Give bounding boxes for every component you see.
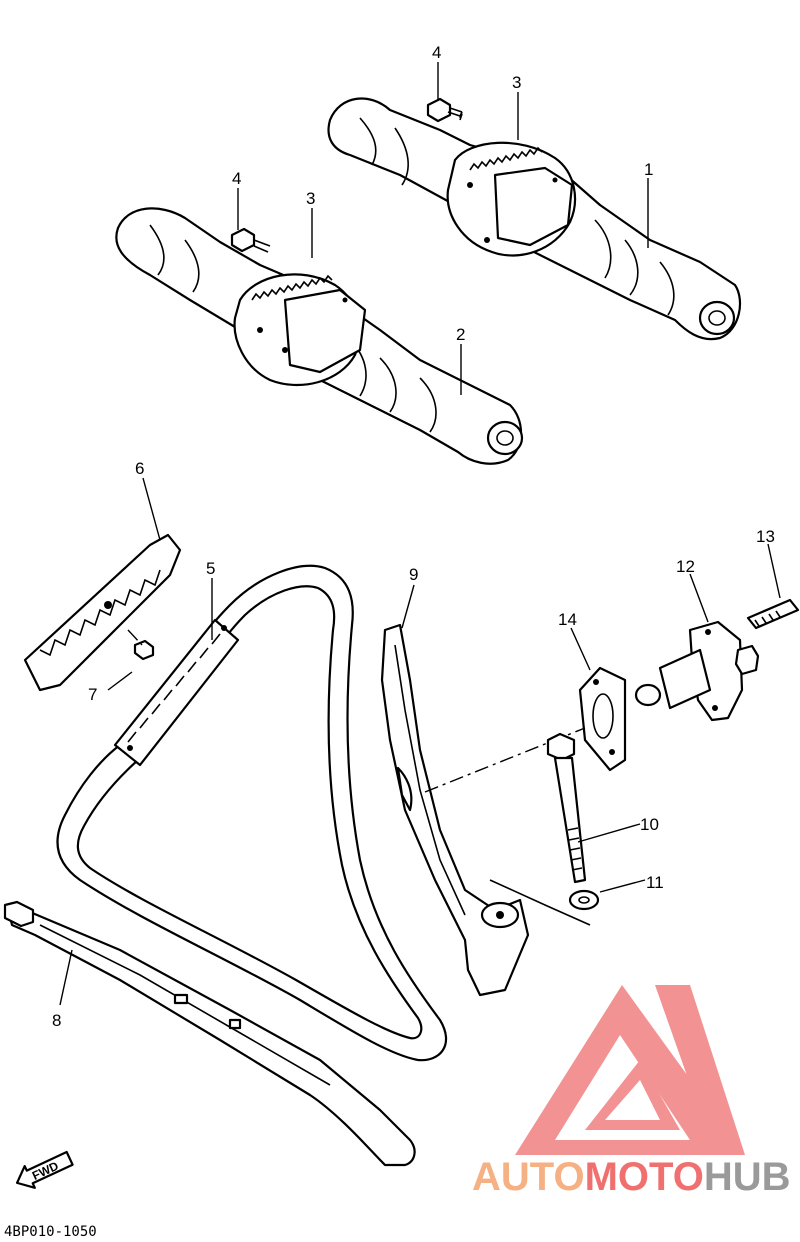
bolt-plane-outline xyxy=(489,879,591,926)
intake-camshaft xyxy=(327,97,742,341)
watermark-auto: AUTO xyxy=(472,1155,585,1199)
callout-2: 2 xyxy=(456,325,465,344)
callout-4-upper: 4 xyxy=(432,43,441,62)
callout-13: 13 xyxy=(756,527,775,546)
sprocket-bolt-lower xyxy=(230,227,271,253)
callout-11: 11 xyxy=(646,873,664,892)
fwd-label: FWD xyxy=(30,1159,61,1183)
guide-bolt xyxy=(546,732,587,884)
watermark-hub: HUB xyxy=(704,1155,791,1199)
tensioner-bolt xyxy=(746,598,800,630)
sprocket-bolt-upper xyxy=(426,97,463,123)
cam-chain-tensioner xyxy=(634,620,760,722)
guide-bolt-washer xyxy=(568,889,600,911)
watermark-moto: MOTO xyxy=(585,1155,704,1199)
callout-10: 10 xyxy=(640,815,659,834)
callout-14: 14 xyxy=(558,610,577,629)
fwd-arrow-icon: FWD xyxy=(15,1150,74,1189)
callout-8: 8 xyxy=(52,1011,61,1030)
chain-guide-upper xyxy=(23,533,182,692)
tensioner-gasket xyxy=(578,666,627,772)
watermark-text: AUTOMOTOHUB xyxy=(472,1155,791,1199)
chain-guide-screw xyxy=(127,629,155,661)
callout-3-lower: 3 xyxy=(306,189,315,208)
watermark-logo-icon xyxy=(515,985,745,1155)
exhaust-camshaft xyxy=(115,207,524,465)
diagram-code: 4BP010-1050 xyxy=(4,1224,97,1240)
timing-chain xyxy=(56,564,447,1062)
callout-9: 9 xyxy=(409,565,418,584)
callout-5: 5 xyxy=(206,559,215,578)
callout-6: 6 xyxy=(135,459,144,478)
chain-guide-lower xyxy=(3,900,416,1167)
callout-7: 7 xyxy=(88,685,97,704)
chain-tensioner-guide xyxy=(380,623,530,997)
callout-4-lower: 4 xyxy=(232,169,241,188)
callout-3-upper: 3 xyxy=(512,73,521,92)
callout-1: 1 xyxy=(644,160,653,179)
callout-group: 1 2 3 3 4 4 5 6 7 8 9 10 11 12 13 14 xyxy=(52,43,781,1030)
callout-12: 12 xyxy=(676,557,695,576)
